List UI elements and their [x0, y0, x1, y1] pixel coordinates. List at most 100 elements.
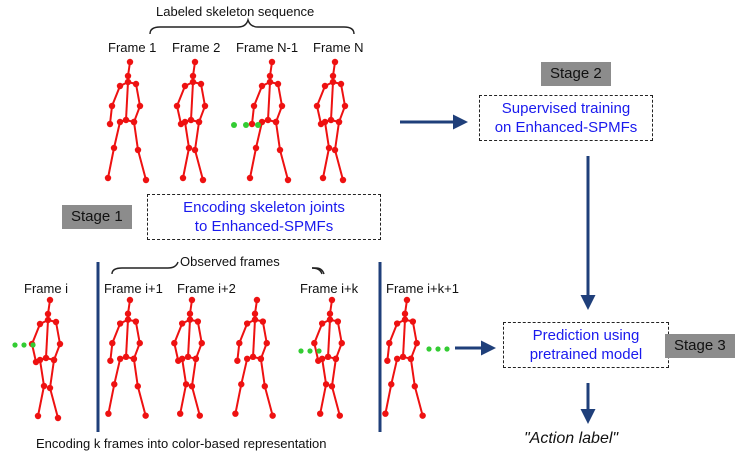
skeleton-joint — [44, 316, 52, 324]
ellipsis-dots — [12, 122, 450, 354]
skeleton-bone — [125, 81, 129, 121]
skeleton-joint — [338, 339, 345, 347]
skeleton-joint — [124, 78, 132, 86]
skeleton-bone — [107, 147, 115, 179]
skeleton-bone — [200, 83, 206, 107]
skeleton-joint — [108, 102, 116, 110]
skeleton-bone — [390, 358, 399, 385]
skeleton-figure — [171, 296, 205, 419]
observed-brace-right — [312, 267, 325, 275]
skeleton-joint — [318, 320, 326, 327]
skeleton-bone — [49, 359, 55, 389]
skeleton-bone — [409, 358, 416, 387]
skeleton-joint — [134, 146, 142, 154]
skeleton-figure — [28, 296, 64, 422]
skeleton-bone — [252, 319, 256, 357]
skeleton-joint — [132, 80, 140, 88]
observed-frames-label: Observed frames — [180, 254, 280, 269]
skeleton-joint — [318, 355, 326, 362]
skeleton-joint — [259, 318, 267, 325]
skeleton-bone — [113, 121, 121, 149]
skeleton-bone — [313, 323, 324, 344]
skeleton-bone — [340, 83, 346, 107]
skeleton-joint — [178, 355, 186, 362]
skeleton-bone — [190, 81, 194, 121]
skeleton-bone — [132, 358, 139, 387]
skeleton-joint — [110, 144, 118, 152]
skeleton-bone — [111, 85, 121, 107]
skeleton-joint — [384, 357, 391, 364]
skeleton-bone — [334, 121, 340, 151]
skeleton-joint — [177, 410, 184, 417]
stage-2-tag: Stage 2 — [541, 62, 611, 86]
skeleton-joint — [197, 80, 205, 88]
skeleton-joint — [328, 383, 336, 390]
stage-2-line-2: on Enhanced-SPMFs — [494, 119, 638, 136]
skeleton-joint — [116, 320, 124, 327]
skeleton-joint — [116, 82, 124, 90]
skeleton-joint — [278, 102, 286, 110]
skeleton-joint — [334, 318, 342, 325]
skeleton-joint — [324, 353, 332, 361]
skeleton-bone — [181, 358, 188, 385]
skeleton-joint — [198, 339, 205, 347]
skeleton-bone — [324, 121, 330, 149]
skeleton-joint — [171, 339, 178, 347]
stage-3-tag: Stage 3 — [665, 334, 735, 358]
skeleton-bone — [136, 385, 147, 416]
skeleton-joint — [253, 296, 261, 304]
skeleton-bone — [113, 358, 122, 385]
stage-3-line-1: Prediction using — [532, 327, 640, 344]
skeleton-joint — [331, 58, 339, 66]
skeleton-bone — [249, 147, 257, 179]
skeleton-figure — [232, 296, 276, 419]
skeleton-joint — [266, 72, 274, 80]
frame-2-label: Frame 2 — [172, 40, 221, 55]
skeleton-bone — [334, 149, 344, 181]
stage-1-box: Encoding skeleton joints to Enhanced-SPM… — [147, 194, 381, 240]
skeleton-joint — [126, 58, 134, 66]
skeleton-joint — [261, 383, 268, 390]
skeleton-joint — [195, 118, 203, 126]
skeleton-figure — [246, 58, 292, 184]
skeleton-figure — [382, 296, 426, 419]
skeleton-bone — [137, 149, 147, 181]
skeleton-figure — [173, 58, 209, 184]
skeleton-bone — [336, 321, 343, 344]
skeleton-bone — [134, 321, 141, 344]
skeleton-joint — [142, 176, 150, 184]
skeleton-joint — [56, 340, 64, 348]
skeleton-joint — [401, 310, 409, 317]
skeleton-joint — [339, 176, 347, 184]
skeleton-bone — [277, 83, 283, 107]
skeleton-joint — [116, 355, 124, 362]
skeleton-joint — [201, 102, 209, 110]
skeleton-joint — [184, 353, 192, 361]
skeleton-bone — [31, 323, 41, 345]
skeleton-joint — [186, 316, 194, 323]
skeleton-bone — [55, 321, 61, 345]
skeleton-bone — [135, 83, 141, 107]
skeleton-joint — [403, 296, 411, 304]
skeleton-joint — [251, 316, 259, 323]
skeleton-bone — [267, 81, 271, 121]
skeleton-joint — [236, 339, 243, 347]
skeleton-joint — [326, 310, 334, 317]
skeleton-joint — [124, 316, 132, 323]
skeleton-bone — [255, 121, 263, 149]
stage-1-line-1: Encoding skeleton joints — [183, 199, 345, 216]
skeleton-joint — [249, 353, 257, 361]
skeleton-bone — [402, 319, 406, 357]
skeleton-joint — [178, 320, 186, 327]
skeleton-joint — [409, 318, 417, 325]
skeleton-joint — [36, 320, 44, 328]
skeleton-joint — [317, 410, 324, 417]
skeleton-joint — [332, 355, 340, 362]
frame-i-label: Frame i — [24, 281, 69, 296]
skeleton-joint — [284, 176, 292, 184]
skeleton-joint — [189, 72, 197, 80]
skeleton-joint — [116, 118, 124, 126]
skeleton-figure — [104, 58, 150, 184]
skeleton-joint — [272, 118, 280, 126]
